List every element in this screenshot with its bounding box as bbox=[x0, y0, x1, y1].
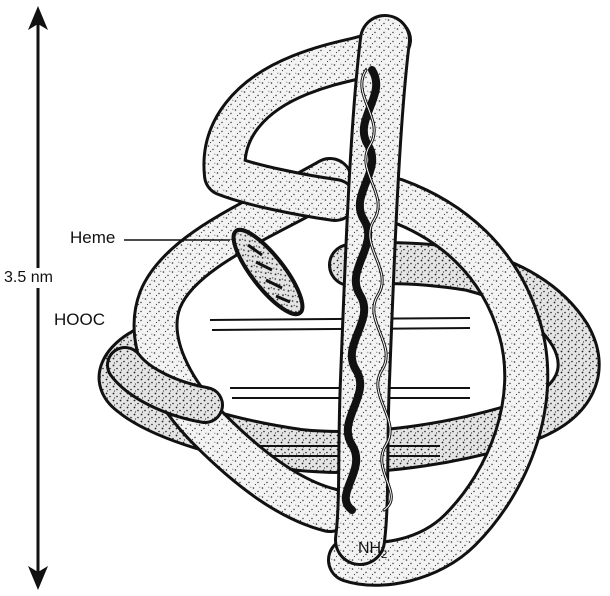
scale-label: 3.5 nm bbox=[4, 268, 53, 288]
scale-bar bbox=[28, 6, 48, 590]
nh2-subscript: 2 bbox=[381, 549, 387, 561]
hooc-label: HOOC bbox=[54, 310, 105, 330]
nh2-label: NH2 bbox=[358, 540, 387, 558]
heme-label: Heme bbox=[70, 228, 115, 248]
nh2-base: NH bbox=[358, 540, 381, 557]
